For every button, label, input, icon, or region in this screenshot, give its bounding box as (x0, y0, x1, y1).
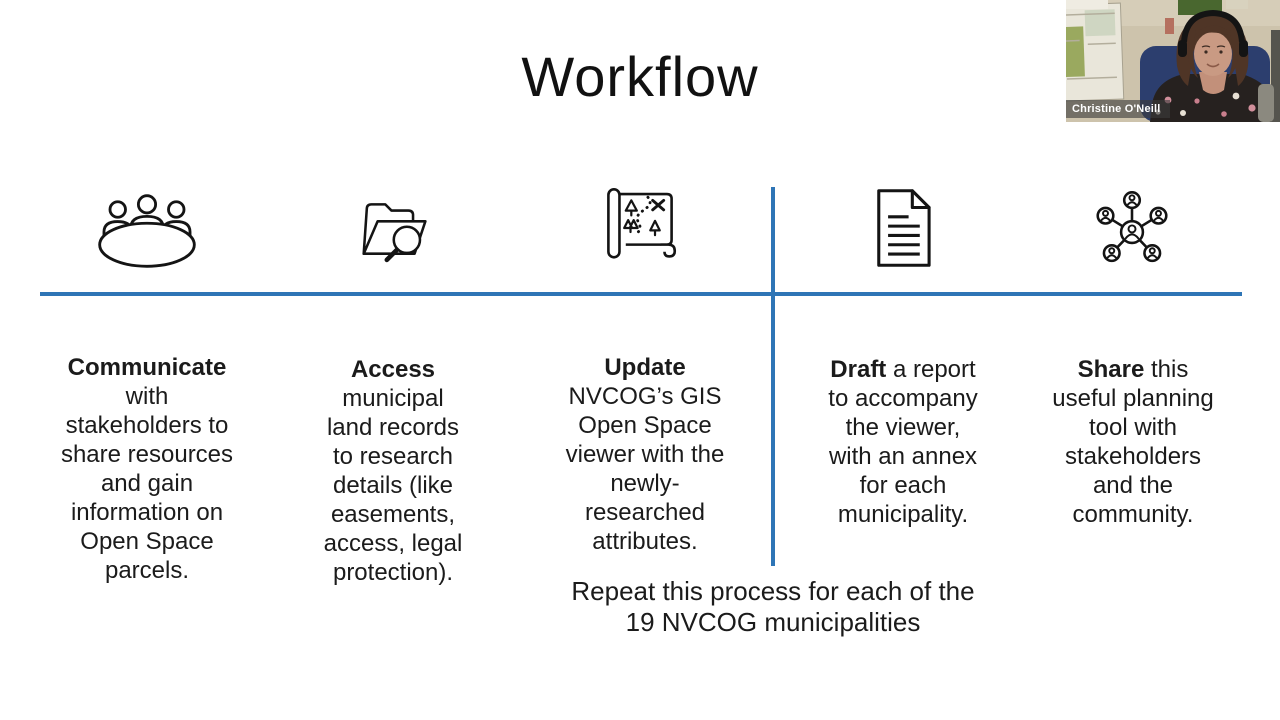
step-keyword: Update (604, 354, 686, 381)
step-description: this useful planning tool with stakehold… (1052, 356, 1214, 528)
workflow-step-share: Share this useful planning tool with sta… (1035, 326, 1231, 529)
workflow-step-draft: Draft a report to accompany the viewer, … (805, 326, 1001, 529)
horizontal-divider (40, 292, 1242, 296)
document-icon (873, 187, 933, 269)
step-keyword: Draft (830, 356, 887, 383)
step-description: with stakeholders to share resources and… (60, 383, 234, 584)
repeat-note: Repeat this process for each of the 19 N… (571, 576, 975, 637)
share-network-icon (1093, 190, 1171, 264)
step-description: municipal land records to research detai… (323, 385, 463, 586)
workflow-step-access: Access municipal land records to researc… (298, 326, 488, 587)
step-keyword: Share (1077, 356, 1145, 383)
map-scroll-icon (602, 183, 678, 262)
webcam-scene (1057, 0, 1280, 122)
webcam-video-tile[interactable]: Christine O'Neill (1057, 0, 1280, 122)
step-keyword: Communicate (67, 354, 227, 381)
step-description: a report to accompany the viewer, with a… (828, 356, 978, 528)
step-keyword: Access (350, 356, 436, 383)
step-description: NVCOG’s GIS Open Space viewer with the n… (565, 383, 725, 555)
vertical-divider (771, 187, 775, 566)
meeting-table-icon (97, 194, 197, 268)
folder-search-icon (356, 192, 430, 263)
workflow-step-communicate: Communicate with stakeholders to share r… (37, 324, 257, 585)
page-title: Workflow (521, 45, 759, 108)
workflow-step-update: Update NVCOG’s GIS Open Space viewer wit… (535, 324, 755, 556)
participant-name-label: Christine O'Neill (1066, 100, 1170, 118)
